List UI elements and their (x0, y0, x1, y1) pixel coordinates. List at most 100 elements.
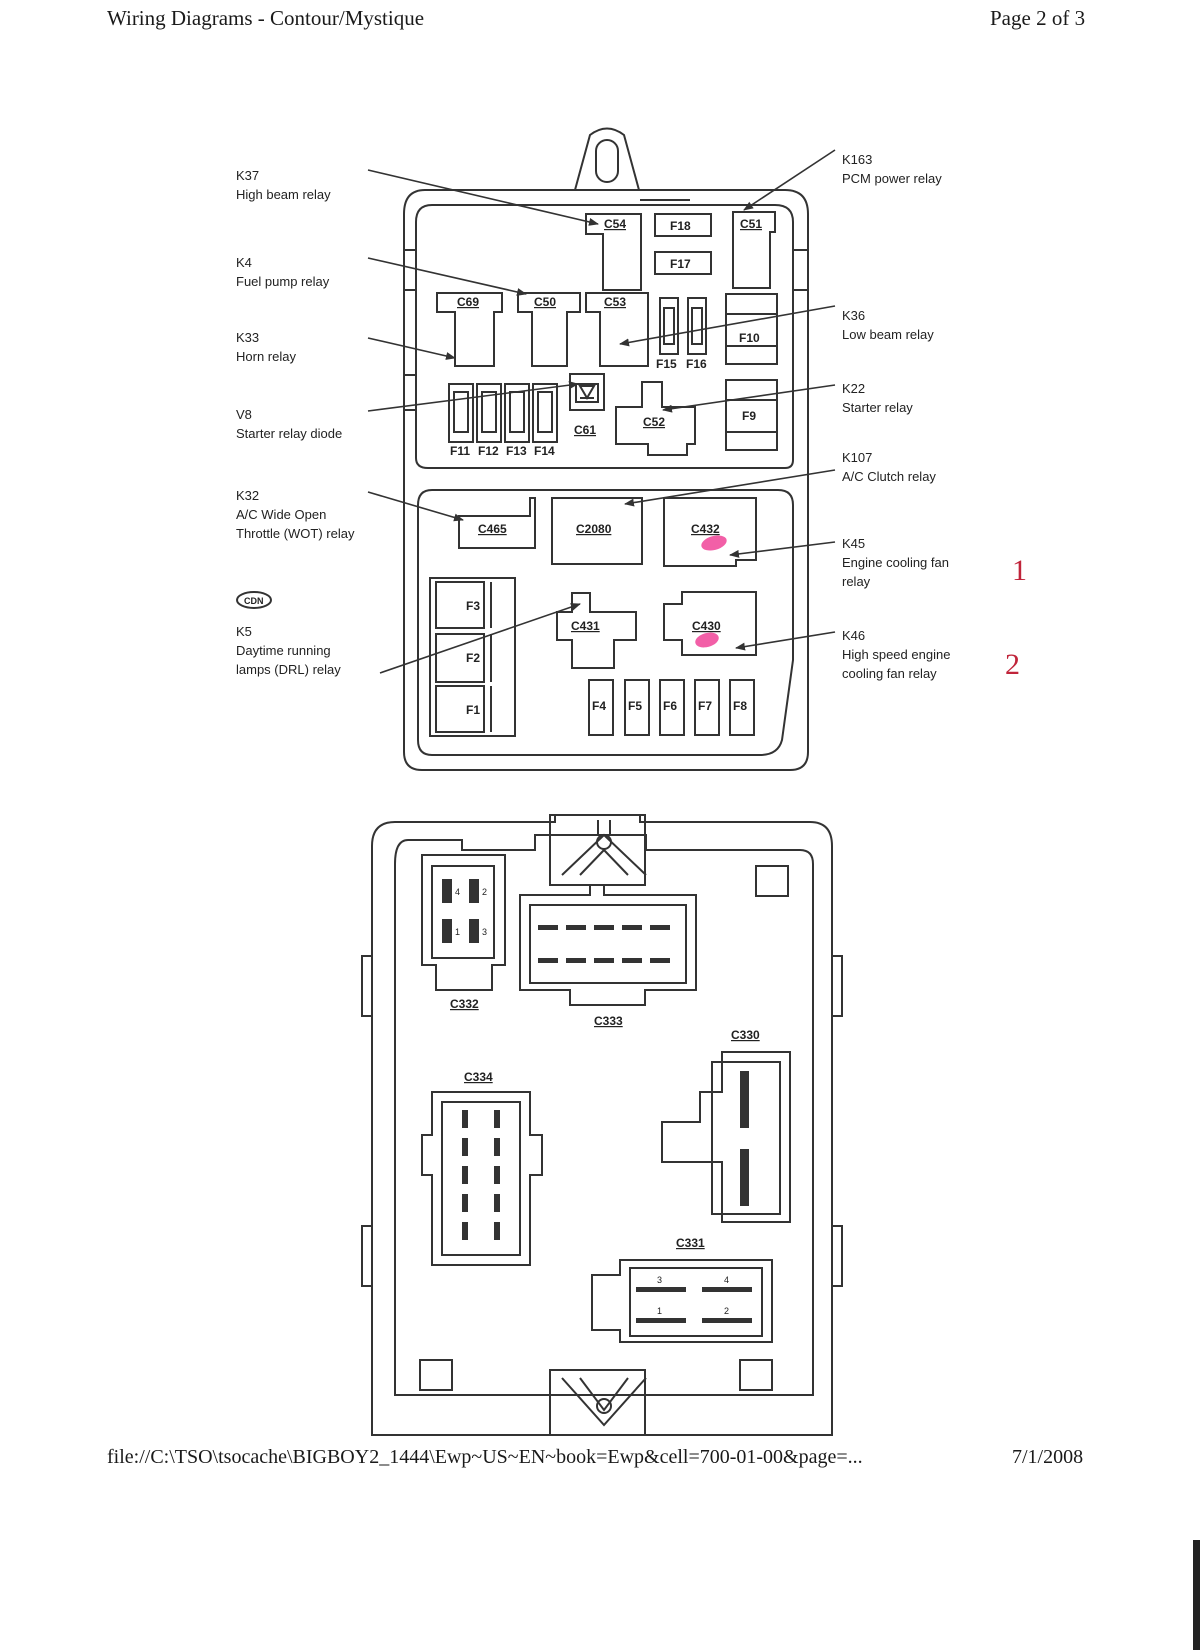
callout-k163-name: PCM power relay (842, 171, 942, 186)
code-c334: C334 (464, 1070, 493, 1084)
c333-pins (538, 925, 670, 963)
c331-pin-3: 3 (657, 1275, 662, 1285)
leader-v8 (367, 381, 579, 412)
label-f4: F4 (592, 699, 606, 713)
code-c331: C331 (676, 1236, 705, 1250)
callout-k33-code: K33 (236, 330, 259, 345)
callout-k22-name: Starter relay (842, 400, 913, 415)
label-f14: F14 (534, 444, 555, 458)
code-c2080: C2080 (576, 522, 612, 536)
connector-box-inner (394, 834, 814, 1396)
callout-k5-code: K5 (236, 624, 252, 639)
label-f5: F5 (628, 699, 642, 713)
c331-pin-2: 2 (724, 1306, 729, 1316)
code-c69: C69 (457, 295, 479, 309)
callout-k46-name: High speed engine (842, 647, 950, 662)
connector-box-outer (371, 814, 833, 1436)
leader-k45 (729, 541, 836, 558)
c332-pin-1: 1 (455, 927, 460, 937)
callout-k5-name2: lamps (DRL) relay (236, 662, 341, 677)
code-c332: C332 (450, 997, 479, 1011)
relay-c465 (458, 497, 536, 549)
c331-pin-1: 1 (657, 1306, 662, 1316)
relay-c53 (585, 292, 649, 367)
relay-c69 (436, 292, 503, 367)
fuse-f18 (654, 213, 712, 237)
cdn-badge: CDN (236, 591, 272, 609)
footer-date: 7/1/2008 (1012, 1446, 1084, 1468)
label-f12: F12 (478, 444, 499, 458)
callout-v8-code: V8 (236, 407, 252, 422)
code-c430: C430 (692, 619, 721, 633)
callout-k46-code: K46 (842, 628, 865, 643)
footer-file-path: file://C:\TSO\tsocache\BIGBOY2_1444\Ewp~… (107, 1446, 863, 1468)
cdn-badge-text: CDN (244, 596, 264, 606)
label-f7: F7 (698, 699, 712, 713)
handwritten-mark-2: 2 (1005, 648, 1020, 681)
top-mounting-tab (574, 127, 640, 191)
fuse-row-f11-f14 (448, 383, 558, 443)
label-f13: F13 (506, 444, 527, 458)
fuse-row-f4-f8 (588, 679, 755, 736)
c334-pins (462, 1110, 500, 1240)
callout-k45-name2: relay (842, 574, 871, 589)
label-f11: F11 (450, 444, 470, 458)
leader-k37 (367, 169, 599, 226)
highlight-marks (695, 535, 727, 648)
c331-pins (636, 1287, 752, 1323)
c331-pin-4: 4 (724, 1275, 729, 1285)
page-number: Page 2 of 3 (990, 6, 1086, 30)
relay-c432 (663, 497, 757, 567)
fuse-f17 (654, 251, 712, 275)
callout-k37-name: High beam relay (236, 187, 331, 202)
fuse-column-f1-f3 (429, 577, 516, 737)
highlight-c430 (695, 632, 719, 648)
callout-v8-name: Starter relay diode (236, 426, 342, 441)
label-f6: F6 (663, 699, 677, 713)
callout-k37-code: K37 (236, 168, 259, 183)
c332-pin-3: 3 (482, 927, 487, 937)
label-f1: F1 (466, 703, 480, 717)
callout-k33-name: Horn relay (236, 349, 296, 364)
label-f15: F15 (656, 357, 677, 371)
code-c50: C50 (534, 295, 556, 309)
callout-k36-code: K36 (842, 308, 865, 323)
callout-k32-code: K32 (236, 488, 259, 503)
leader-lines (367, 149, 836, 674)
connector-c333 (519, 884, 697, 1006)
callout-k5-name: Daytime running (236, 643, 331, 658)
box-upper-inner-panel (415, 204, 794, 469)
code-c465: C465 (478, 522, 507, 536)
corner-square-tr (755, 865, 789, 897)
code-c51: C51 (740, 217, 762, 231)
top-latch (549, 814, 647, 886)
label-f3: F3 (466, 599, 480, 613)
leader-k22 (662, 384, 836, 413)
label-f17: F17 (670, 257, 691, 271)
label-f8: F8 (733, 699, 747, 713)
leader-k163 (743, 149, 836, 211)
fuse-f15 (659, 297, 679, 355)
code-c330: C330 (731, 1028, 760, 1042)
document-title: Wiring Diagrams - Contour/Mystique (107, 6, 425, 30)
label-f16: F16 (686, 357, 707, 371)
fuse-f10 (725, 293, 778, 365)
box-outer-outline (403, 189, 809, 771)
callout-k163-code: K163 (842, 152, 872, 167)
label-f9: F9 (742, 409, 756, 423)
c332-pin-2: 2 (482, 887, 487, 897)
fuse-f9 (725, 379, 778, 451)
callout-k4-name: Fuel pump relay (236, 274, 330, 289)
callout-k32-name: A/C Wide Open (236, 507, 326, 522)
diode-c61 (569, 373, 605, 411)
highlight-c432 (701, 535, 727, 551)
callout-k46-name2: cooling fan relay (842, 666, 937, 681)
relay-c54 (585, 213, 642, 291)
leader-k107 (624, 469, 836, 507)
leader-k46 (735, 631, 836, 651)
code-c54: C54 (604, 217, 626, 231)
code-c431: C431 (571, 619, 600, 633)
fuse-f16 (687, 297, 707, 355)
box-lower-inner-panel (417, 489, 794, 756)
